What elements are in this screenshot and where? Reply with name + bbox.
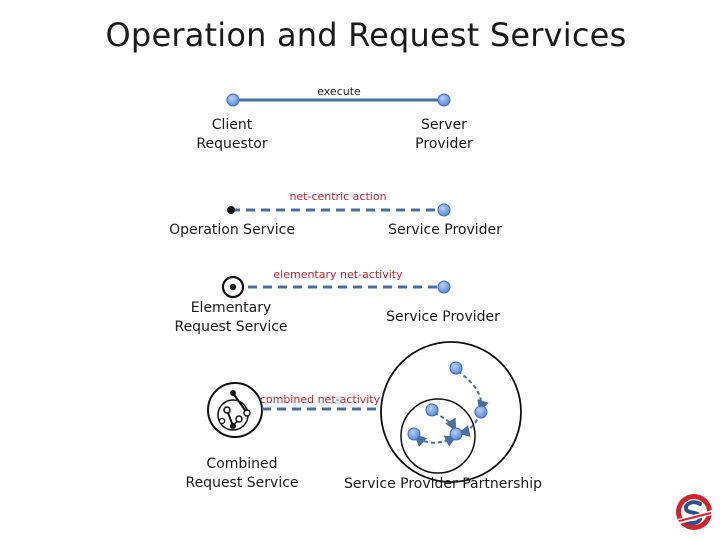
service-provider-node-2	[437, 280, 451, 294]
label-service-provider-2-line-1: Service Provider	[386, 309, 500, 325]
label-combined-request-service-line-2: Request Service	[185, 475, 299, 491]
logo-emblem-icon	[676, 494, 712, 530]
label-client-requestor-line-1: Client	[211, 117, 253, 133]
label-service-provider: Service Provider	[373, 221, 517, 240]
label-service-provider-2: Service Provider	[371, 308, 515, 327]
label-elementary-request-service-line-2: Request Service	[174, 319, 288, 335]
label-service-provider-partnership-line-1: Service Provider Partnership	[343, 476, 543, 492]
combined-request-service-icon	[207, 382, 263, 438]
label-operation-service-line-1: Operation Service	[169, 222, 295, 238]
slide-title: Operation and Request Services	[105, 16, 627, 54]
server-provider-node	[437, 93, 451, 107]
service-provider-node	[437, 203, 451, 217]
client-requestor-node	[226, 93, 240, 107]
label-server-provider: Server Provider	[394, 116, 494, 154]
label-service-provider-partnership: Service Provider Partnership	[335, 475, 551, 494]
service-provider-partnership-icon	[380, 341, 522, 483]
elementary-request-service-node	[229, 283, 237, 291]
label-server-provider-line-1: Server	[421, 117, 467, 133]
row-execute	[226, 93, 451, 107]
row-elementary-net-activity	[221, 275, 451, 299]
label-elementary-request-service-line-1: Elementary	[190, 300, 272, 316]
row-net-centric-action	[227, 203, 451, 217]
label-combined-request-service: Combined Request Service	[172, 455, 312, 493]
label-operation-service: Operation Service	[157, 221, 307, 240]
label-server-provider-line-2: Provider	[415, 136, 473, 152]
operation-service-node	[227, 206, 235, 214]
edge-label-net-centric-action: net-centric action	[289, 190, 387, 203]
label-client-requestor: Client Requestor	[182, 116, 282, 154]
label-service-provider-line-1: Service Provider	[388, 222, 502, 238]
label-combined-request-service-line-1: Combined	[206, 456, 278, 472]
edge-label-execute: execute	[317, 85, 361, 98]
label-elementary-request-service: Elementary Request Service	[160, 299, 302, 337]
edge-label-elementary-net-activity: elementary net-activity	[273, 268, 403, 281]
edge-label-combined-net-activity: combined net-activity	[259, 393, 381, 406]
row-combined-net-activity	[207, 341, 522, 483]
label-client-requestor-line-2: Requestor	[196, 136, 268, 152]
